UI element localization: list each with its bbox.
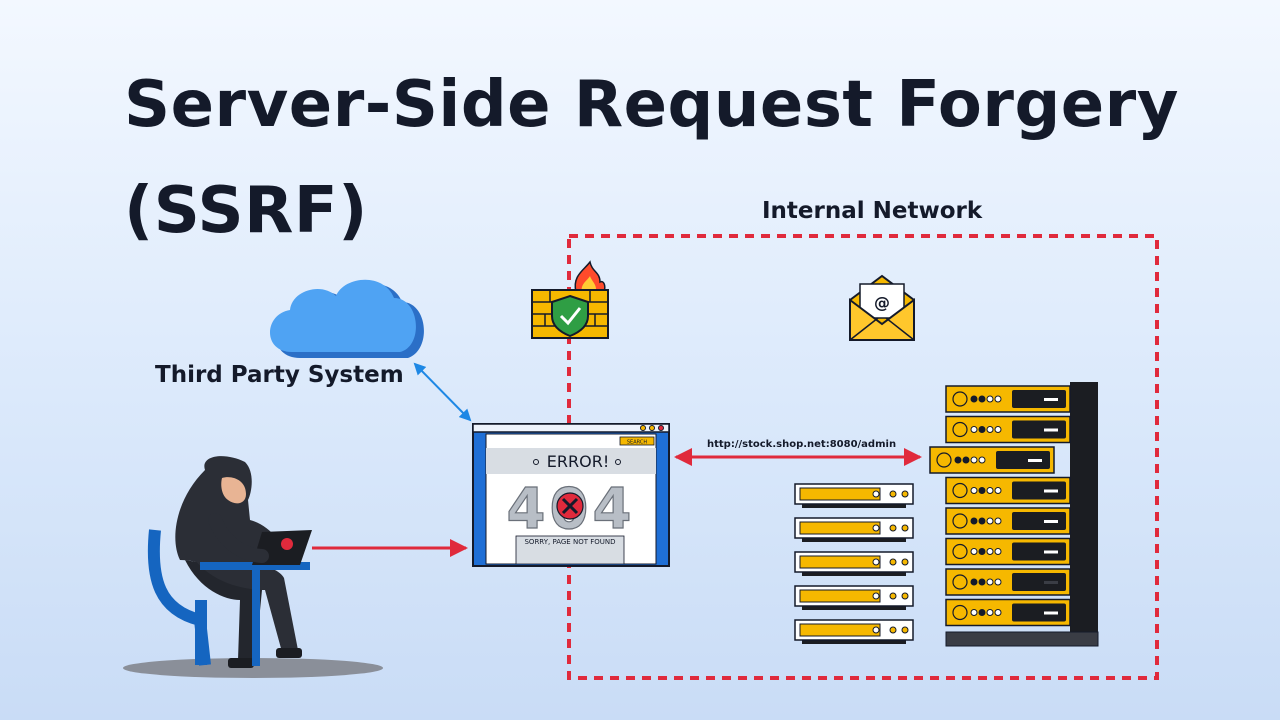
search-label: SEARCH [627, 440, 647, 446]
rack-unit [945, 385, 1071, 413]
page-title: Server-Side Request Forgery (SSRF) [124, 68, 1179, 248]
third-party-system-label: Third Party System [155, 362, 404, 388]
server-unit [794, 585, 914, 610]
server-unit [794, 483, 914, 508]
request-url-label: http://stock.shop.net:8080/admin [707, 439, 897, 450]
svg-text:@: @ [874, 293, 890, 312]
error-message: SORRY, PAGE NOT FOUND [524, 538, 615, 546]
hacker-icon [123, 456, 383, 678]
cloud-icon [270, 279, 424, 358]
server-stack-icon [794, 483, 914, 644]
server-rack-icon [929, 382, 1099, 647]
email-icon: @ [849, 274, 915, 341]
rack-unit [945, 537, 1071, 566]
arrow-cloud-server [413, 362, 472, 422]
server-unit [794, 517, 914, 542]
internal-network-label: Internal Network [762, 198, 983, 224]
browser-window: SEARCH ERROR! 404 SORRY, PAGE NOT FOUND [472, 423, 670, 567]
rack-unit [945, 598, 1071, 627]
rack-unit [945, 568, 1071, 596]
error-code: 404 [507, 477, 636, 542]
internal-network-boundary [567, 234, 1159, 680]
rack-unit [945, 476, 1071, 505]
rack-unit [945, 507, 1071, 535]
error-heading: ERROR! [547, 452, 609, 471]
rack-unit [945, 415, 1071, 444]
server-unit [794, 619, 914, 644]
rack-unit [929, 446, 1055, 474]
firewall-icon [531, 260, 609, 339]
server-unit [794, 551, 914, 576]
